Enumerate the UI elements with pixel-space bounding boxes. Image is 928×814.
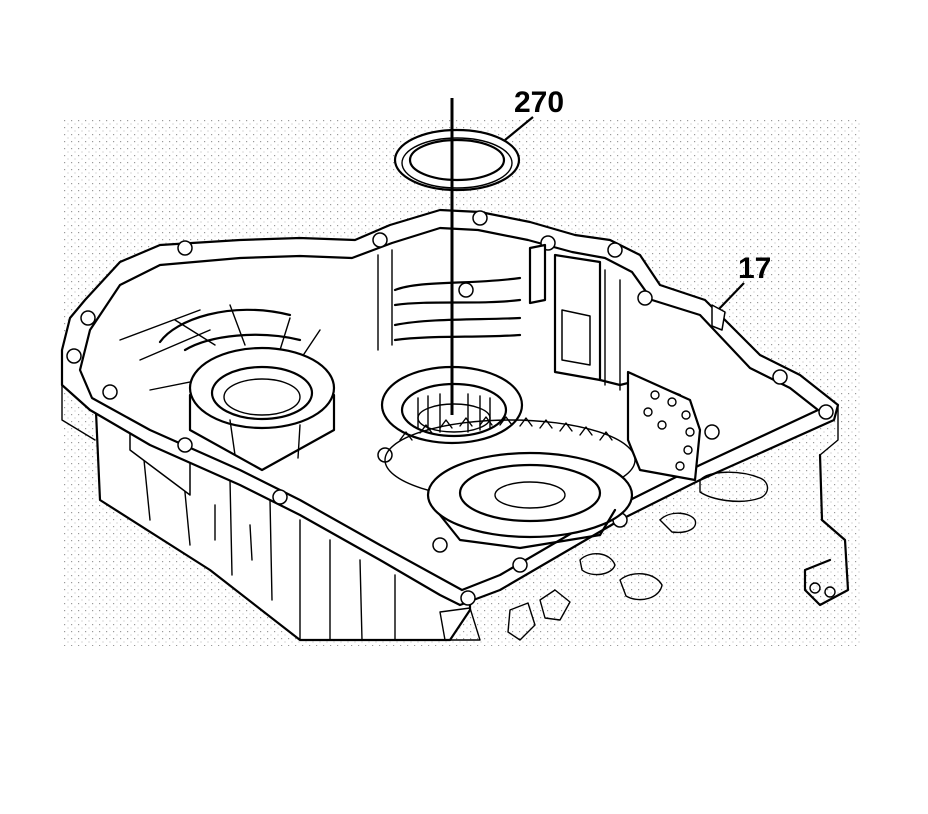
valve-passages xyxy=(439,453,850,641)
seal-ring xyxy=(393,128,521,192)
flange-bolt-holes xyxy=(66,210,834,606)
center-bore xyxy=(380,365,524,445)
callout-label-17: 17 xyxy=(738,252,771,285)
callout-label-270: 270 xyxy=(514,86,564,119)
internal-ribs xyxy=(377,243,682,397)
left-bowl xyxy=(119,304,336,472)
gear-ring xyxy=(384,416,636,550)
callout-270-leader xyxy=(504,116,534,141)
callout-17-leader xyxy=(717,282,745,311)
right-plate xyxy=(626,370,702,482)
case-tab xyxy=(711,304,726,331)
